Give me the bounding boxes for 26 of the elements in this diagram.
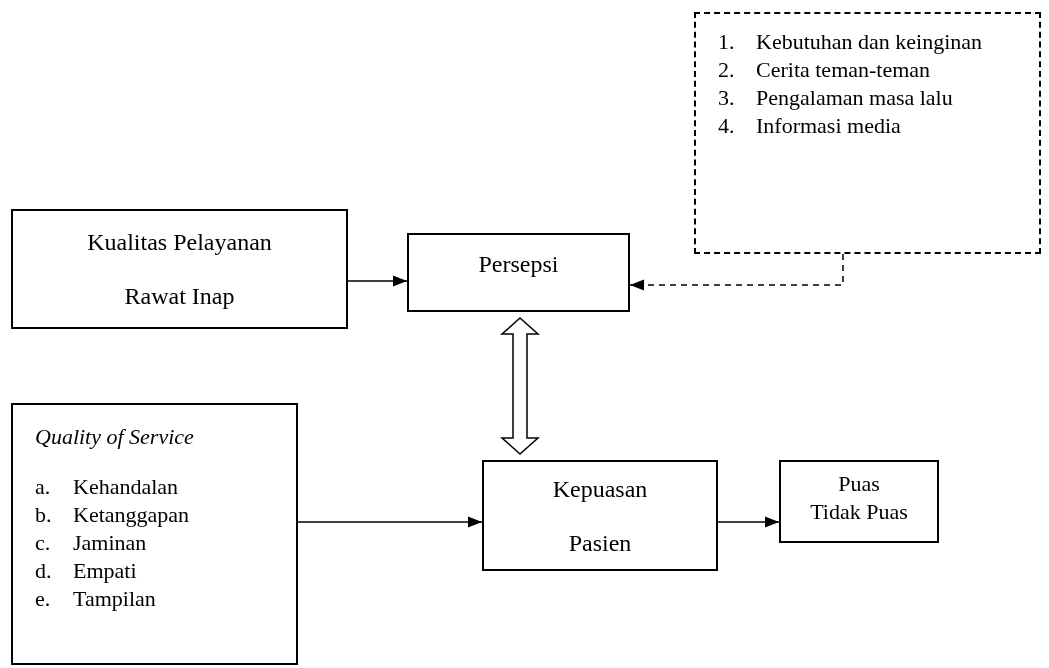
list-heading: Quality of Service — [35, 423, 195, 451]
box-label: Tidak Puas — [810, 498, 908, 526]
list-item: c. Jaminan — [35, 529, 148, 557]
process-box — [482, 460, 718, 571]
list-item: 1. Kebutuhan dan keinginan — [718, 28, 984, 56]
process-box — [407, 233, 630, 312]
box-label: Kepuasan Pasien — [551, 474, 649, 558]
arrow — [629, 253, 844, 291]
list-item: 4. Informasi media — [718, 112, 902, 140]
process-box — [11, 209, 348, 329]
double-arrow — [500, 317, 540, 455]
list-item: 3. Pengalaman masa lalu — [718, 84, 954, 112]
arrow — [297, 516, 483, 528]
arrow — [717, 516, 780, 528]
box-label: Puas — [838, 470, 880, 498]
list-item: a. Kehandalan — [35, 473, 180, 501]
list-item: d. Empati — [35, 557, 138, 585]
dashed-box — [694, 12, 1041, 254]
arrow — [347, 275, 408, 287]
list-item: e. Tampilan — [35, 585, 157, 613]
box-label: Kualitas Pelayanan Rawat Inap — [86, 228, 273, 311]
process-box — [11, 403, 298, 665]
box-label: Persepsi — [478, 250, 559, 279]
list-item: b. Ketanggapan — [35, 501, 191, 529]
list-item: 2. Cerita teman-teman — [718, 56, 932, 84]
process-box — [779, 460, 939, 543]
